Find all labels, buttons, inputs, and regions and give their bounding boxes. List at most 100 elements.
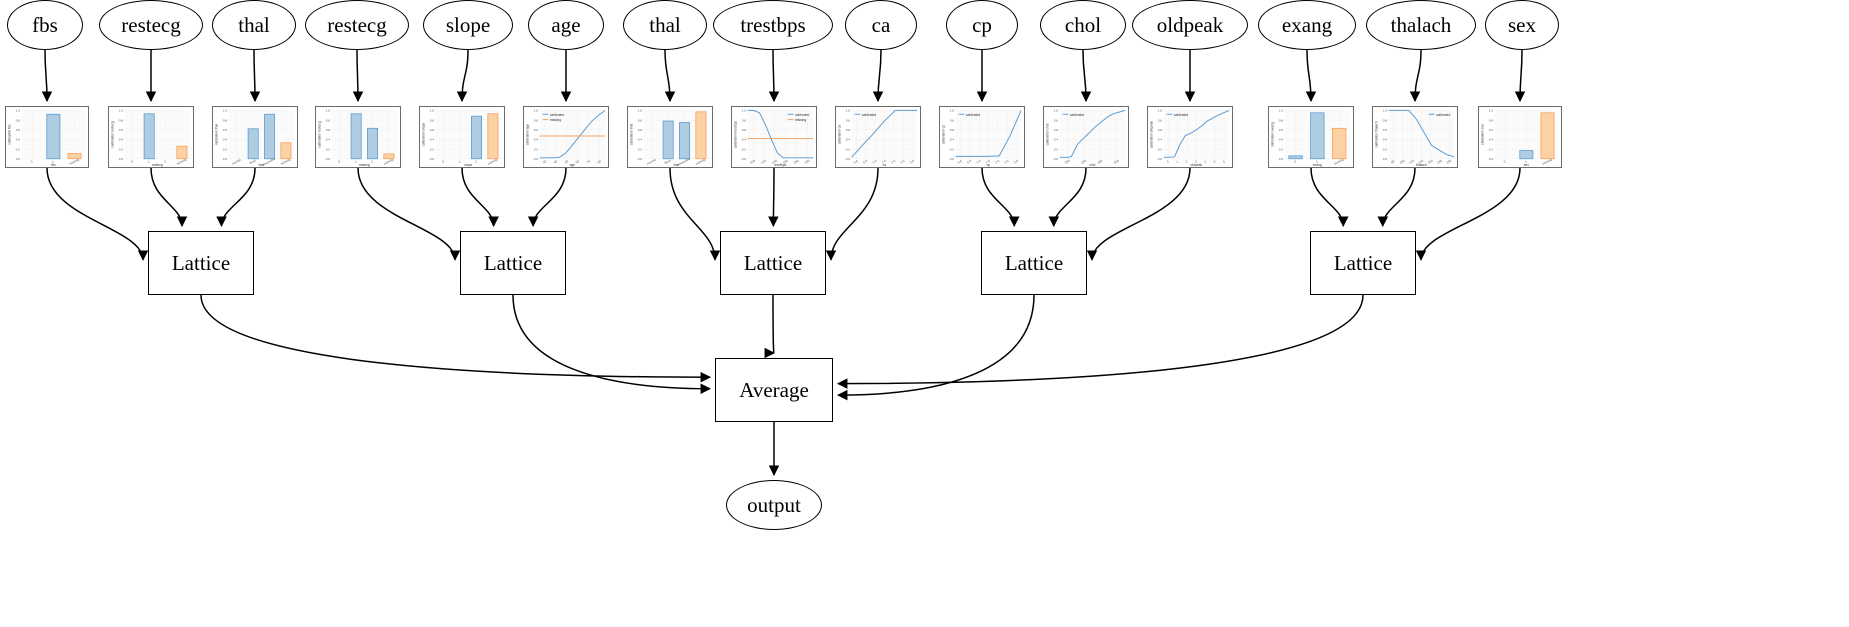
input-node-cp-9[interactable]: cp: [946, 0, 1018, 50]
input-node-restecg-1[interactable]: restecg: [99, 0, 203, 50]
lattice-node-4[interactable]: Lattice: [1310, 231, 1416, 295]
y-tick-label: 1.0: [1383, 109, 1388, 113]
input-node-chol-10[interactable]: chol: [1040, 0, 1126, 50]
x-tick-label: 0: [442, 159, 446, 163]
y-axis-label: calibration cp: [941, 125, 945, 145]
y-tick-label: 0.0: [1158, 157, 1163, 161]
y-tick-label: 0.2: [1279, 147, 1284, 151]
y-axis-label: calibration sex: [1480, 124, 1484, 145]
series-line-calibrated: [747, 109, 814, 159]
input-node-trestbps-7[interactable]: trestbps: [713, 0, 833, 50]
input-node-label: trestbps: [740, 12, 806, 37]
input-node-fbs-0[interactable]: fbs: [7, 0, 83, 50]
y-axis-label: calibration fbs: [7, 124, 11, 145]
y-tick-label: 1.0: [534, 109, 539, 113]
bar-1: [46, 113, 61, 160]
y-tick-label: 0.4: [16, 138, 21, 142]
lattice-node-2[interactable]: Lattice: [720, 231, 826, 295]
y-tick-label: 0.4: [1158, 138, 1163, 142]
input-node-label: oldpeak: [1156, 12, 1224, 37]
y-tick-label: 0.4: [534, 138, 539, 142]
lattice-node-0[interactable]: Lattice: [148, 231, 254, 295]
y-tick-label: 0.2: [430, 147, 435, 151]
input-node-thal-2[interactable]: thal: [212, 0, 296, 50]
input-node-thal-6[interactable]: thal: [623, 0, 707, 50]
x-axis-label: restecg: [152, 163, 163, 167]
y-tick-label: 0.0: [638, 157, 643, 161]
bar-0: [1288, 155, 1303, 160]
input-node-oldpeak-11[interactable]: oldpeak: [1132, 0, 1248, 50]
y-axis-label: calibration restecg: [317, 121, 321, 148]
x-tick-label: 200: [804, 159, 811, 165]
x-tick-label: 0: [338, 159, 342, 163]
y-tick-label: 1.0: [223, 109, 228, 113]
input-node-ca-8[interactable]: ca: [845, 0, 917, 50]
average-node[interactable]: Average: [715, 358, 833, 422]
x-tick-label: 160: [1427, 159, 1434, 165]
x-tick-label: 40: [553, 159, 558, 164]
x-tick-label: 4: [1204, 159, 1208, 163]
y-tick-label: 0.2: [846, 147, 851, 151]
edge-calibrator-to-lattice-1: [150, 167, 188, 228]
x-tick-label: 2: [163, 159, 167, 163]
y-tick-label: 0.6: [638, 128, 643, 132]
lattice-node-3[interactable]: Lattice: [981, 231, 1087, 295]
edge-input-to-calibrator-12: [1305, 49, 1317, 103]
input-node-slope-4[interactable]: slope: [423, 0, 513, 50]
input-node-label: sex: [1508, 12, 1536, 37]
x-tick-label: 3.0: [909, 159, 915, 165]
input-node-sex-14[interactable]: sex: [1485, 0, 1559, 50]
y-tick-label: 0.0: [430, 157, 435, 161]
x-tick-label: 1.5: [985, 159, 991, 165]
edge-input-to-calibrator-3: [352, 49, 364, 103]
series-line-calibrated: [851, 109, 918, 158]
bar-reversible: [264, 113, 275, 160]
bar-1: [143, 113, 155, 160]
y-axis-label: calibration restecg: [110, 121, 114, 148]
y-tick-label: 0.6: [950, 128, 955, 132]
x-tick-label: 3.0: [1013, 159, 1019, 165]
output-node[interactable]: output: [726, 480, 822, 530]
x-axis-label: age: [570, 163, 576, 167]
input-node-thalach-13[interactable]: thalach: [1366, 0, 1476, 50]
edge-calibrator-to-lattice-4: [461, 167, 499, 228]
x-axis-label: sex: [1524, 163, 1530, 167]
x-tick-label: 30: [542, 159, 547, 164]
y-tick-label: 0.6: [16, 128, 21, 132]
y-tick-label: 0.4: [1279, 138, 1284, 142]
input-node-restecg-3[interactable]: restecg: [305, 0, 409, 50]
x-tick-label: 1: [1175, 159, 1179, 163]
x-tick-label: 0: [30, 159, 34, 163]
edge-calibrator-to-lattice-11: [1086, 167, 1191, 261]
y-tick-label: 0.2: [326, 147, 331, 151]
x-axis-label: thal: [259, 163, 265, 167]
x-tick-label: 2.5: [1004, 159, 1010, 165]
input-node-age-5[interactable]: age: [528, 0, 604, 50]
edge-lattice-to-average-2: [764, 294, 776, 358]
lattice-node-label: Lattice: [483, 250, 543, 275]
edge-calibrator-to-lattice-8: [825, 167, 879, 261]
x-tick-label: 0: [131, 159, 135, 163]
input-node-label: cp: [972, 12, 992, 37]
legend-label-missing: missing: [550, 118, 561, 122]
lattice-node-1[interactable]: Lattice: [460, 231, 566, 295]
x-axis-label: trestbps: [774, 163, 786, 167]
x-tick-label: 0.0: [957, 159, 963, 165]
x-tick-label: 80: [1390, 159, 1395, 164]
input-node-exang-12[interactable]: exang: [1258, 0, 1356, 50]
